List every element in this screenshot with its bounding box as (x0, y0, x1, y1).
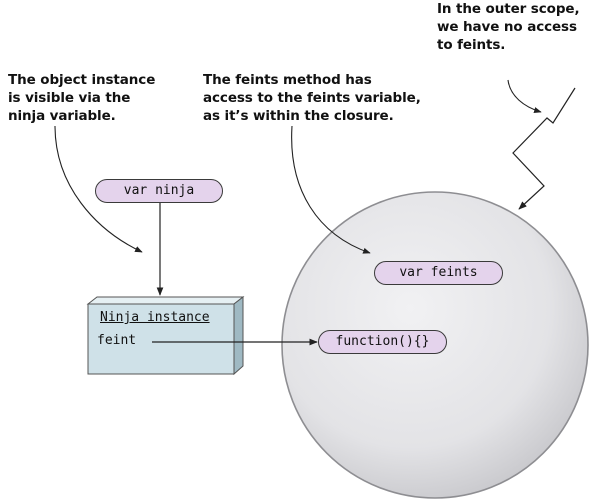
feints-method-callout (291, 125, 371, 254)
var-ninja-node: var ninja (95, 179, 223, 203)
ninja-instance-box (86, 295, 245, 376)
ninja-instance-feint-field: feint (97, 333, 137, 348)
object-instance-callout (54, 125, 143, 253)
feints-method-annotation: The feints method has access to the fein… (203, 72, 421, 124)
lightning-bolt-icon (512, 87, 576, 210)
object-instance-annotation: The object instance is visible via the n… (8, 72, 156, 124)
var-feints-node: var feints (374, 261, 503, 285)
outer-scope-annotation: In the outer scope, we have no access to… (437, 1, 580, 53)
ninja-instance-title: Ninja instance (100, 310, 210, 325)
outer-scope-callout (507, 79, 542, 113)
function-literal-node: function(){} (318, 330, 447, 354)
